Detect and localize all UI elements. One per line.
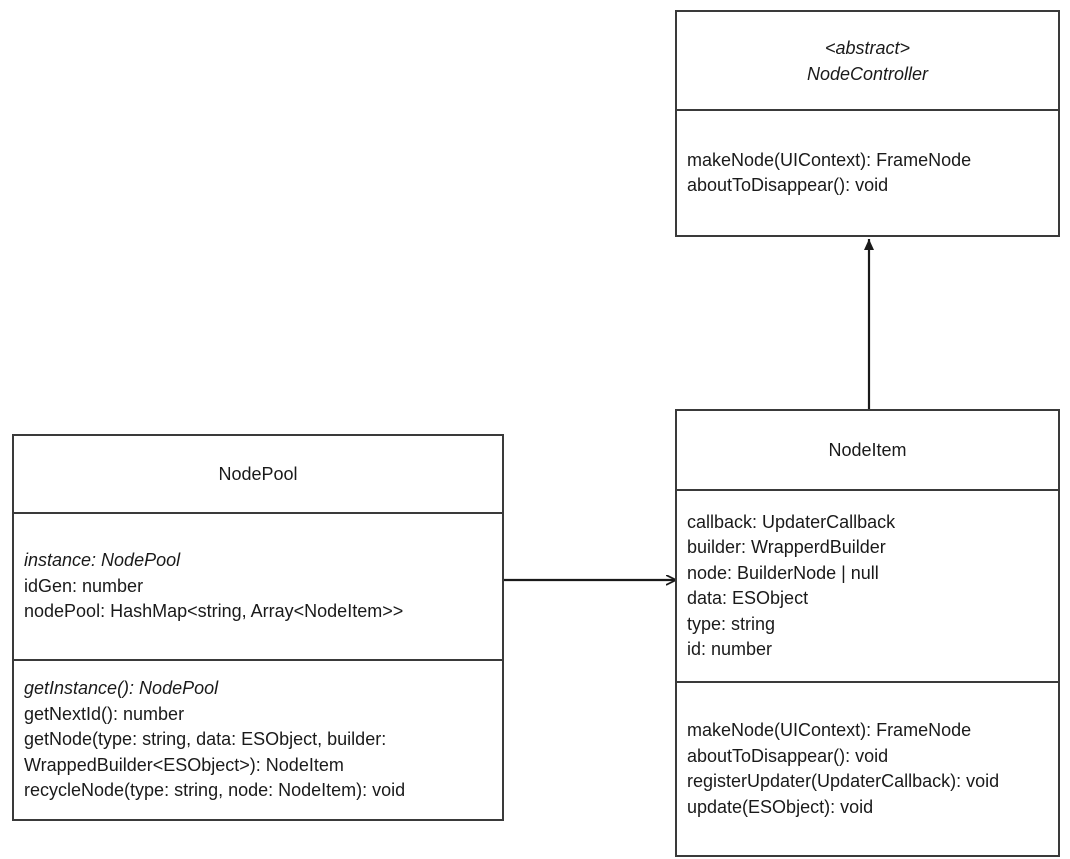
attribute-row: nodePool: HashMap<string, Array<NodeItem…: [24, 601, 404, 622]
class-name-nodepool: NodePool: [218, 464, 298, 484]
attribute-row: instance: NodePool: [24, 550, 181, 571]
method-row: recycleNode(type: string, node: NodeItem…: [24, 780, 406, 801]
class-header-nodepool: NodePool: [14, 436, 502, 512]
method-row: getNextId(): number: [24, 703, 185, 724]
method-row: getNode(type: string, data: ESObject, bu…: [24, 729, 387, 775]
attribute-row: data: ESObject: [687, 588, 809, 608]
method-row: makeNode(UIContext): FrameNode: [687, 149, 972, 170]
class-box-nodeitem[interactable]: NodeItem callback: UpdaterCallback build…: [675, 409, 1060, 857]
class-methods-nodepool: getInstance(): NodePool getNextId(): num…: [14, 659, 502, 819]
method-row: makeNode(UIContext): FrameNode: [687, 720, 972, 740]
attribute-row: type: string: [687, 613, 776, 634]
method-row: update(ESObject): void: [687, 796, 874, 817]
class-attributes-nodeitem: callback: UpdaterCallback builder: Wrapp…: [677, 489, 1058, 681]
class-stereotype: <abstract>: [824, 37, 911, 58]
method-row: aboutToDisappear(): void: [687, 175, 889, 195]
attribute-row: idGen: number: [24, 575, 144, 596]
class-box-nodecontroller[interactable]: <abstract> NodeController makeNode(UICon…: [675, 10, 1060, 237]
class-header-nodecontroller: <abstract> NodeController: [677, 12, 1058, 109]
attribute-row: builder: WrapperdBuilder: [687, 537, 886, 557]
method-row: registerUpdater(UpdaterCallback): void: [687, 771, 1000, 791]
attribute-row: node: BuilderNode | null: [687, 562, 879, 583]
class-header-nodeitem: NodeItem: [677, 411, 1058, 489]
attribute-row: id: number: [687, 639, 773, 659]
class-name-nodeitem: NodeItem: [828, 440, 907, 460]
class-methods-nodeitem: makeNode(UIContext): FrameNode aboutToDi…: [677, 681, 1058, 855]
method-row: aboutToDisappear(): void: [687, 745, 889, 766]
method-row: getInstance(): NodePool: [24, 678, 219, 699]
class-name-nodecontroller: NodeController: [806, 63, 929, 84]
class-methods-nodecontroller: makeNode(UIContext): FrameNode aboutToDi…: [677, 109, 1058, 235]
class-box-nodepool[interactable]: NodePool instance: NodePool idGen: numbe…: [12, 434, 504, 821]
attribute-row: callback: UpdaterCallback: [687, 511, 896, 532]
class-attributes-nodepool: instance: NodePool idGen: number nodePoo…: [14, 512, 502, 659]
